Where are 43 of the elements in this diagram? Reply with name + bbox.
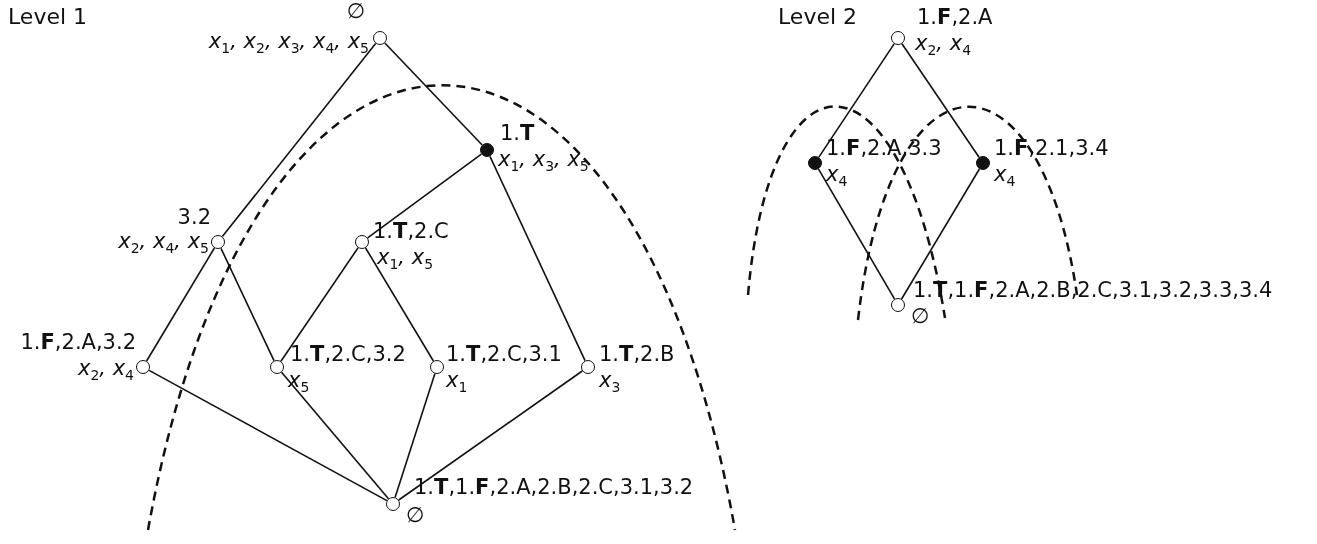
lattice-line — [220, 247, 275, 362]
concept-label: 1.F,2.A,3.3 — [826, 136, 942, 160]
level-heading: Level 2 — [778, 4, 858, 30]
lattice-line — [384, 42, 483, 146]
level-heading: Level 1 — [8, 4, 88, 30]
concept-label: ∅ — [346, 0, 365, 23]
object-list: x$_{4}$ — [826, 162, 848, 194]
lattice-line — [280, 247, 359, 362]
lattice-line — [364, 247, 435, 362]
object-list: x$_{2}$, x$_{4}$ — [77, 356, 134, 388]
concept-label: 1.F,2.1,3.4 — [994, 136, 1109, 160]
lattice-line — [145, 247, 216, 362]
lattice-line — [397, 370, 584, 501]
lattice-line — [366, 153, 483, 239]
lattice-line — [280, 371, 390, 500]
concept-label: 1.T,2.C — [373, 219, 449, 243]
lattice-line — [148, 369, 388, 502]
concept-label: 1.T,2.B — [599, 342, 675, 366]
object-list: ∅ — [406, 503, 425, 527]
lattice-line — [221, 42, 377, 238]
concept-label: 1.T,2.C,3.2 — [290, 342, 406, 366]
object-list: x$_{2}$, x$_{4}$, x$_{5}$ — [118, 229, 209, 261]
object-list: x$_{1}$, x$_{5}$ — [377, 245, 434, 277]
object-list: x$_{5}$ — [288, 368, 310, 400]
concept-label: 1.T,2.C,3.1 — [446, 342, 562, 366]
lattice-line — [489, 155, 586, 362]
object-list: x$_{3}$ — [599, 368, 621, 400]
concept-label: 1.T,1.F,2.A,2.B,2.C,3.1,3.2 — [414, 475, 694, 499]
concept-label: 1.F,2.A,3.2 — [20, 330, 136, 354]
object-list: x$_{4}$ — [994, 162, 1016, 194]
object-list: x$_{1}$, x$_{2}$, x$_{3}$, x$_{4}$, x$_{5}$ — [208, 29, 369, 61]
concept-label: 1.F,2.A — [917, 5, 993, 29]
object-list: x$_{2}$, x$_{4}$ — [915, 31, 972, 63]
lattice-line — [900, 168, 981, 300]
lattice-line — [394, 372, 436, 499]
object-list: x$_{1}$ — [446, 368, 468, 400]
concept-label: 3.2 — [177, 205, 211, 229]
object-list: x$_{1}$, x$_{3}$, x$_{5}$ — [498, 147, 589, 179]
lattice-line — [901, 43, 980, 158]
lattice-line — [818, 43, 895, 158]
object-list: ∅ — [911, 304, 930, 328]
concept-label: 1.T — [500, 121, 535, 145]
lattice-line — [817, 168, 896, 300]
